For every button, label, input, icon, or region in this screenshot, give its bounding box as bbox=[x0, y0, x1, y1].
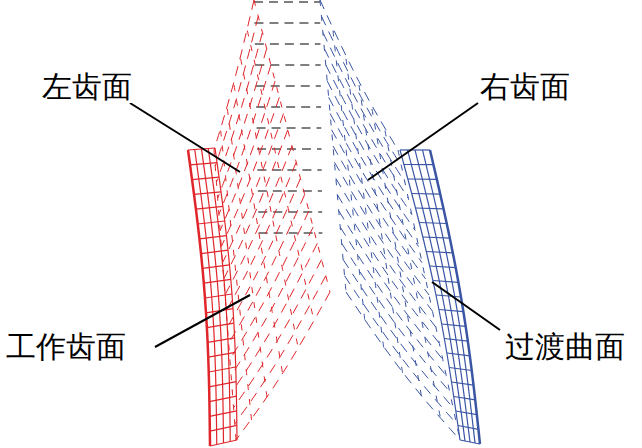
part-label: 工作齿面 bbox=[4, 330, 128, 363]
tip-land-line bbox=[254, 1, 320, 2]
right-flank-mesh bbox=[333, 146, 429, 295]
tip-land-line bbox=[257, 169, 321, 170]
right-flank-mesh bbox=[332, 130, 426, 279]
right-flank-mesh bbox=[320, 0, 346, 292]
tooth-mesh bbox=[188, 0, 480, 446]
left-flank-mesh bbox=[216, 32, 262, 182]
right-flank-mesh bbox=[343, 260, 453, 408]
leader-line bbox=[130, 103, 240, 172]
leader-line bbox=[155, 295, 250, 347]
right-flank-mesh bbox=[326, 65, 412, 215]
left-flank-mesh bbox=[221, 97, 279, 246]
tip-land-line bbox=[254, 22, 320, 23]
left-flank-mesh bbox=[230, 211, 309, 360]
left-fillet-mesh bbox=[208, 149, 230, 442]
left-flank-mesh bbox=[223, 114, 284, 263]
right-flank-mesh bbox=[346, 59, 384, 350]
left-flank-mesh bbox=[231, 227, 313, 375]
right-flank-mesh bbox=[333, 31, 365, 323]
tip-land-line bbox=[257, 148, 322, 149]
tip-land-line bbox=[256, 85, 321, 86]
right-flank-mesh bbox=[337, 195, 439, 344]
left-fillet-mesh bbox=[188, 150, 210, 446]
left-flank-mesh bbox=[227, 178, 300, 327]
left-fillet-mesh bbox=[202, 149, 224, 443]
left-flank-mesh bbox=[234, 260, 322, 408]
tip-land-line bbox=[259, 232, 323, 233]
right-flank-mesh bbox=[385, 131, 441, 421]
right-flank-mesh bbox=[334, 162, 432, 311]
tip-land-line bbox=[255, 64, 320, 65]
left-flank-mesh bbox=[227, 109, 267, 400]
leader-lines bbox=[130, 103, 500, 347]
leader-line bbox=[368, 103, 478, 180]
left-flank-mesh bbox=[224, 130, 288, 279]
tip-land-line bbox=[258, 211, 322, 212]
left-flank-mesh bbox=[226, 162, 296, 311]
leader-line bbox=[432, 282, 500, 330]
left-fillet-mesh bbox=[195, 150, 217, 445]
right-flank-mesh bbox=[342, 243, 450, 391]
right-flank-mesh bbox=[330, 114, 422, 263]
left-flank-mesh bbox=[232, 243, 317, 391]
right-flank-mesh bbox=[346, 292, 460, 440]
right-flank-mesh bbox=[372, 109, 422, 400]
left-flank-mesh bbox=[241, 59, 299, 350]
right-flank-mesh bbox=[329, 97, 419, 246]
tip-land-line bbox=[255, 43, 321, 44]
left-flank-mesh bbox=[220, 81, 275, 230]
right-flank-mesh bbox=[323, 32, 405, 182]
left-flank-mesh bbox=[247, 31, 314, 323]
tip-land-line bbox=[257, 127, 322, 128]
left-flank-mesh bbox=[254, 0, 330, 292]
right-flank-mesh bbox=[321, 16, 401, 166]
right-flank-mesh bbox=[324, 49, 408, 199]
part-label: 过渡曲面 bbox=[503, 330, 627, 363]
right-flank-mesh bbox=[320, 0, 398, 150]
left-flank-mesh bbox=[229, 195, 305, 344]
right-flank-mesh bbox=[345, 276, 457, 424]
tip-land-line bbox=[256, 106, 321, 107]
left-fillet-mesh bbox=[215, 148, 237, 440]
left-flank-mesh bbox=[235, 276, 326, 424]
part-label: 左齿面 bbox=[40, 70, 134, 103]
left-flank-mesh bbox=[214, 0, 254, 150]
right-flank-mesh bbox=[359, 85, 403, 376]
left-flank-mesh bbox=[236, 292, 330, 440]
left-flank-mesh bbox=[219, 65, 271, 215]
left-flank-mesh bbox=[215, 16, 258, 166]
part-label: 右齿面 bbox=[478, 70, 572, 103]
